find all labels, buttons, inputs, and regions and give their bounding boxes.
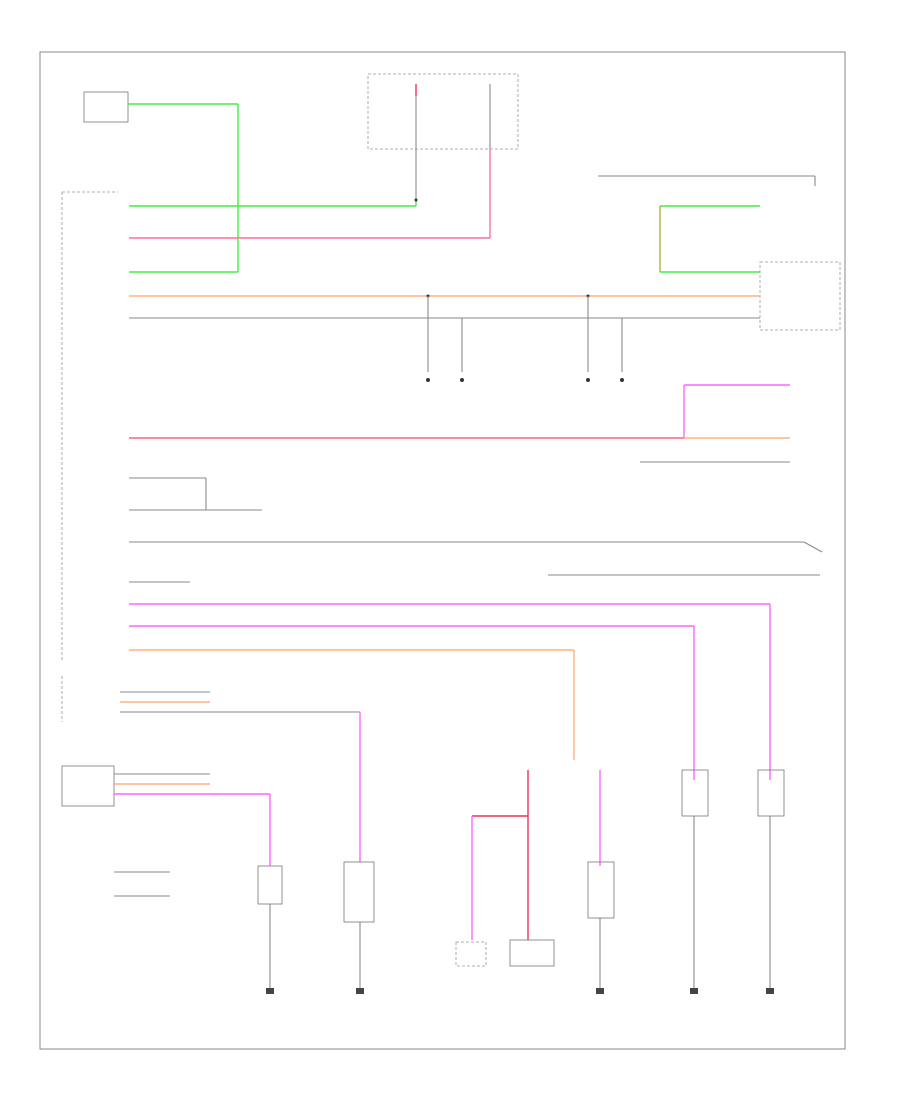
lamp-left (426, 296, 464, 382)
component-bottom-2 (343, 861, 375, 994)
ground-icon (690, 988, 698, 994)
switch-block-2 (61, 765, 271, 866)
ground-icon (766, 988, 774, 994)
component-bottom-4 (587, 770, 615, 994)
component-bottom-6 (757, 769, 785, 994)
top-left-component (83, 91, 239, 273)
ground-icon (596, 988, 604, 994)
ground-icon (356, 988, 364, 994)
ground-icon (266, 988, 274, 994)
switch-block-3 (114, 871, 170, 897)
left-module (61, 191, 118, 660)
component-bottom-3 (455, 770, 555, 967)
component-bottom-5 (681, 769, 709, 994)
component-bottom-1 (257, 865, 283, 994)
diagram-frame (39, 51, 846, 1050)
right-module (598, 175, 841, 331)
switch-block-1 (61, 676, 361, 862)
fuse-block (367, 73, 519, 238)
lamp-right (586, 296, 624, 382)
